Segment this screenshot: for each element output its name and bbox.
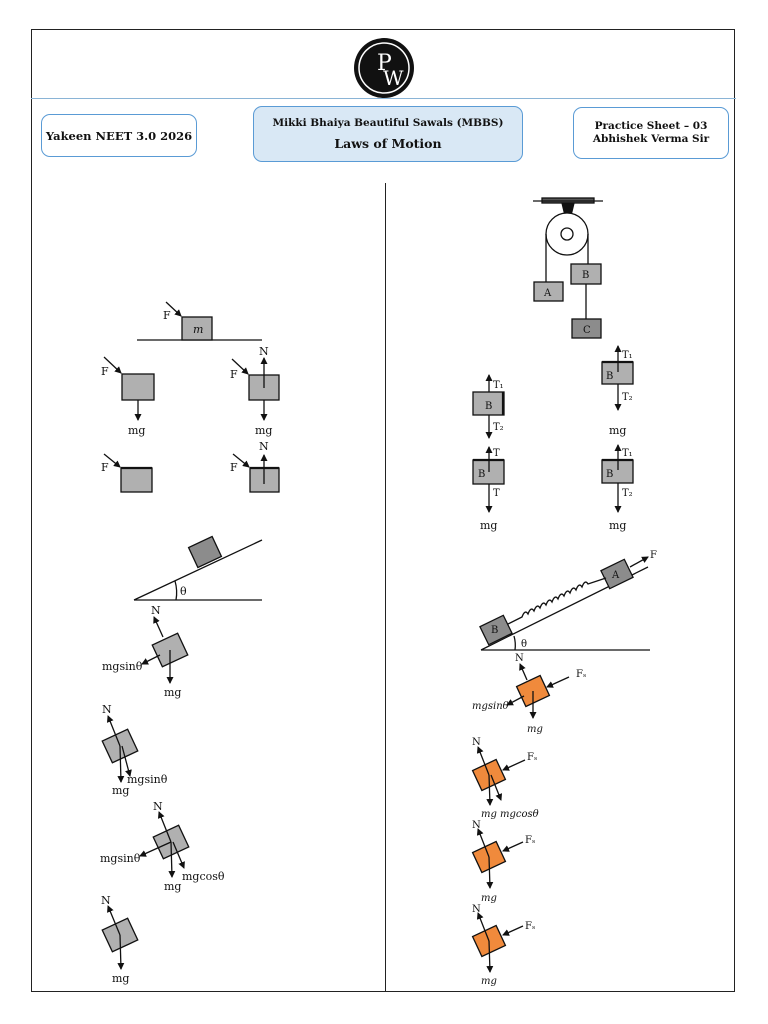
- friction-label: Fₛ: [527, 752, 537, 763]
- normal-label: N: [259, 440, 269, 453]
- block-b-label: B: [491, 625, 498, 636]
- force-label: F: [650, 550, 657, 561]
- tension-label: T₁: [622, 448, 633, 459]
- block-b-label: B: [606, 469, 613, 480]
- weight-label: mg: [255, 424, 272, 437]
- mgsin-label: mgsinθ: [472, 701, 509, 712]
- weight-label: mg: [112, 972, 129, 985]
- weight-label: mg: [609, 424, 626, 437]
- series-name: Mikki Bhaiya Beautiful Sawals (MBBS): [272, 117, 504, 129]
- orange-fbd-1: [506, 663, 570, 719]
- fbd-block-4: [232, 453, 280, 493]
- tension-label: T₁: [493, 380, 504, 391]
- fbd-block-3: [103, 453, 153, 493]
- svg-text:P: P: [377, 51, 392, 76]
- incline-fbd-1: [141, 616, 189, 684]
- block-c-label: C: [583, 325, 591, 336]
- force-label: F: [163, 309, 171, 322]
- incline-fbd-2: [101, 715, 139, 783]
- normal-label: N: [153, 800, 163, 813]
- fbd-b-upper: [472, 374, 505, 439]
- fbd-block-1: [103, 356, 155, 421]
- orange-fbd-4: [471, 912, 524, 973]
- normal-label: N: [472, 904, 481, 915]
- teacher-name: Abhishek Verma Sir: [592, 133, 710, 145]
- weight-label: mg: [164, 686, 181, 699]
- force-label: F: [230, 368, 238, 381]
- mass-label: m: [193, 323, 203, 336]
- weight-label: mg: [481, 976, 497, 987]
- normal-label: N: [101, 894, 111, 907]
- force-label: F: [101, 461, 109, 474]
- weight-label: mg: [112, 784, 129, 797]
- mgcos-label: mgcosθ: [182, 870, 225, 883]
- angle-label: θ: [180, 585, 187, 598]
- tension-label: T₁: [622, 350, 633, 361]
- force-label: F: [101, 365, 109, 378]
- friction-label: Fₛ: [576, 669, 586, 680]
- block-on-floor: [137, 301, 262, 341]
- weight-label: mg: [480, 519, 497, 532]
- svg-text:W: W: [383, 66, 404, 90]
- incline-block: [133, 535, 263, 601]
- block-b-label: B: [485, 401, 492, 412]
- weight-label: mg: [128, 424, 145, 437]
- tension-label: T: [493, 488, 500, 499]
- normal-label: N: [259, 345, 269, 358]
- fbd-b-right-upper: [601, 345, 634, 411]
- mgsin-label: mgsinθ: [102, 660, 143, 673]
- weight-label: mg: [527, 724, 543, 735]
- normal-label: N: [102, 703, 112, 716]
- friction-label: Fₛ: [525, 921, 535, 932]
- mgsin-label: mgsinθ: [100, 852, 141, 865]
- block-a-label: A: [611, 570, 620, 581]
- normal-label: N: [515, 653, 524, 664]
- normal-label: N: [472, 820, 481, 831]
- tension-label: T₂: [493, 422, 504, 433]
- friction-label: Fₛ: [525, 835, 535, 846]
- block-b-label: B: [606, 371, 613, 382]
- title-box: Mikki Bhaiya Beautiful Sawals (MBBS) Law…: [253, 106, 523, 162]
- header-rule: [31, 98, 736, 99]
- block-b-label: B: [478, 469, 485, 480]
- tension-label: T₂: [622, 488, 633, 499]
- sheet-number: Practice Sheet – 03: [594, 120, 708, 132]
- normal-label: N: [151, 604, 161, 617]
- fbd-b-lower: [472, 446, 505, 513]
- weight-label: mg: [609, 519, 626, 532]
- force-label: F: [230, 461, 238, 474]
- mgsin-label: mgsinθ: [127, 773, 168, 786]
- block-a-label: A: [543, 288, 552, 299]
- incline-fbd-3: [139, 811, 190, 878]
- chapter-title: Laws of Motion: [334, 136, 442, 151]
- weight-label: mg: [164, 880, 181, 893]
- sheet-box: Practice Sheet – 03 Abhishek Verma Sir: [573, 107, 729, 159]
- normal-label: N: [472, 737, 481, 748]
- mgcos-label: mgcosθ: [500, 809, 539, 820]
- orange-fbd-2: [471, 746, 526, 806]
- angle-label: θ: [521, 639, 527, 650]
- column-divider: [385, 183, 386, 991]
- fbd-block-2: [231, 357, 280, 421]
- weight-label: mg: [481, 893, 497, 904]
- tension-label: T: [493, 448, 500, 459]
- batch-box: Yakeen NEET 3.0 2026: [41, 114, 197, 157]
- fbd-b-right-lower: [601, 444, 634, 513]
- incline-fbd-4: [101, 905, 139, 970]
- batch-name: Yakeen NEET 3.0 2026: [45, 128, 193, 143]
- pw-logo: P W: [353, 37, 415, 99]
- sheet-border: [31, 29, 735, 992]
- tension-label: T₂: [622, 392, 633, 403]
- weight-label: mg: [481, 809, 497, 820]
- spring-incline: [479, 556, 650, 651]
- orange-fbd-3: [471, 828, 524, 889]
- block-b-label: B: [582, 270, 589, 281]
- pulley-system: [533, 197, 603, 339]
